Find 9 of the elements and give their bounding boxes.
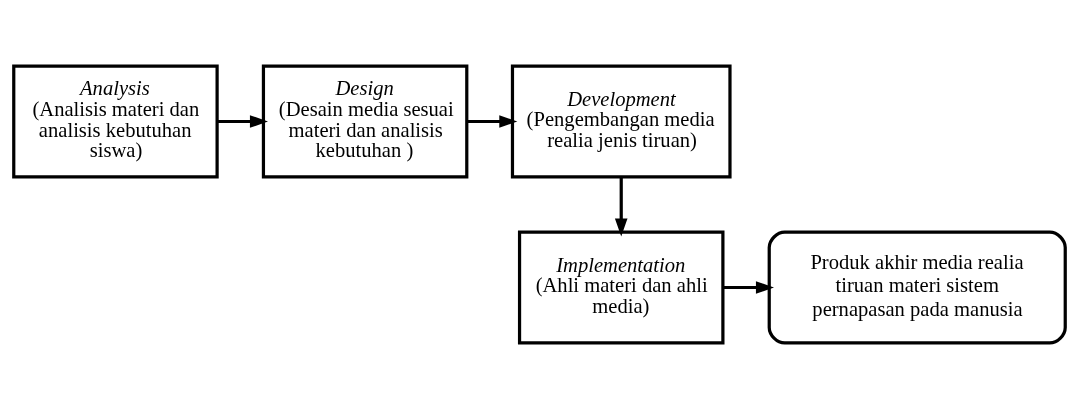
arrow — [217, 115, 268, 128]
node-box: Implementation (Ahli materi dan ahli media) — [517, 230, 725, 345]
arrow — [723, 281, 774, 294]
node-box: Design (Desain media sesuai materi dan analisis kebutuhan ) — [261, 64, 469, 179]
arrow — [467, 115, 518, 128]
arrow — [614, 177, 628, 237]
node-box: Produk akhir media realia tiruan materi sistem pernapasan pada manusia — [767, 230, 1067, 345]
node-box: Analysis (Analisis materi dan analisis kebutuhan siswa) — [12, 64, 219, 179]
node-box: Development (Pengembangan media realia jenis tiruan) — [510, 64, 732, 179]
